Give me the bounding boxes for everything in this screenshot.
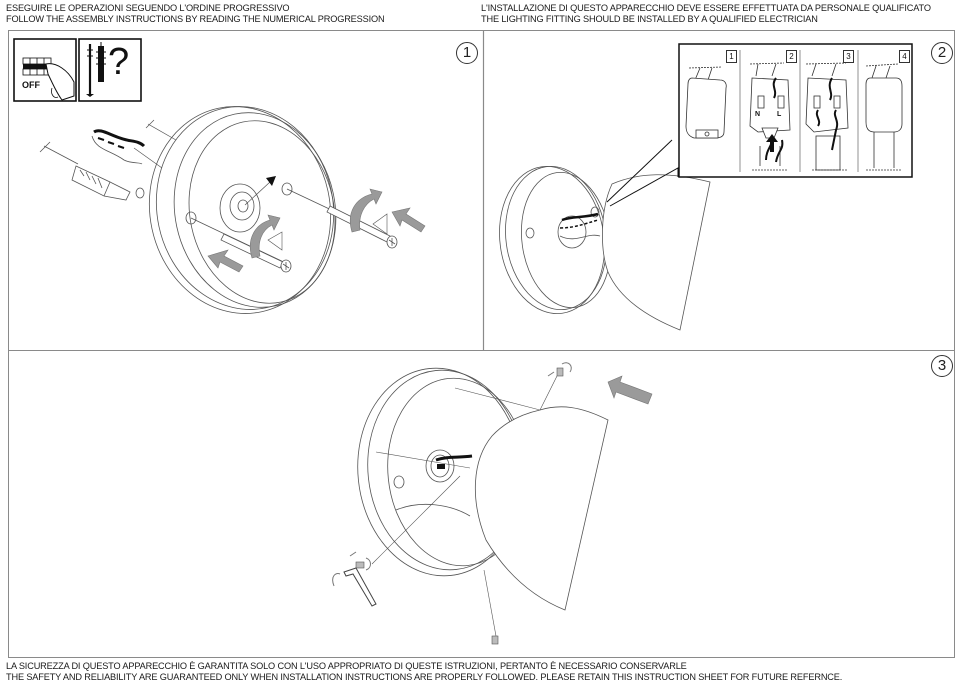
- power-off-icon: [13, 38, 77, 102]
- header-left-italian: ESEGUIRE LE OPERAZIONI SEGUENDO L'ORDINE…: [6, 3, 290, 13]
- cable-through-wall: [91, 119, 177, 169]
- rotate-arrow-icon: [250, 188, 383, 259]
- lamp-body-step2: [602, 174, 711, 331]
- step-number-3: 3: [931, 355, 953, 377]
- wall-plate-step1: [148, 106, 337, 314]
- junction-box-wired: [805, 62, 849, 171]
- tip-marker: [372, 213, 388, 235]
- wire-ends: [765, 139, 784, 163]
- wall-plug: [39, 141, 145, 201]
- allen-key-icon: [343, 567, 377, 607]
- outer-frame: [8, 30, 955, 658]
- header-left-english: FOLLOW THE ASSEMBLY INSTRUCTIONS BY READ…: [6, 14, 385, 24]
- question-mark-icon: ?: [108, 41, 130, 83]
- screw-and-wall-plug-icon: [78, 38, 142, 102]
- header-right-italian: L'INSTALLAZIONE DI QUESTO APPARECCHIO DE…: [481, 3, 931, 13]
- header-right: L'INSTALLAZIONE DI QUESTO APPARECCHIO DE…: [481, 3, 931, 25]
- step-number-1: 1: [456, 42, 478, 64]
- header-right-english: THE LIGHTING FITTING SHOULD BE INSTALLED…: [481, 14, 818, 24]
- footer: LA SICUREZZA DI QUESTO APPARECCHIO È GAR…: [6, 661, 842, 683]
- rotate-small-arrow-icon: [332, 362, 572, 587]
- power-off-label: OFF: [22, 80, 40, 90]
- terminal-block: [437, 464, 445, 469]
- guide-lines: [371, 369, 561, 637]
- junction-box-open: [749, 62, 791, 171]
- footer-english: THE SAFETY AND RELIABILITY ARE GUARANTEE…: [6, 672, 843, 682]
- direction-line: [244, 181, 271, 206]
- neutral-terminal-label: N: [755, 111, 761, 118]
- live-terminal-label: L: [777, 111, 782, 118]
- substep-label-2: 2: [786, 50, 797, 63]
- footer-italian: LA SICUREZZA DI QUESTO APPARECCHIO È GAR…: [6, 661, 687, 671]
- wall-plate-step2: [499, 165, 611, 315]
- direction-arrowhead-icon: [266, 176, 276, 186]
- wire-black: [772, 77, 777, 99]
- wiring-callout-pointer: [606, 139, 679, 207]
- cable-step3: [435, 454, 473, 462]
- substep-label-3: 3: [843, 50, 854, 63]
- substep-label-1: 1: [726, 50, 737, 63]
- header-left: ESEGUIRE LE OPERAZIONI SEGUENDO L'ORDINE…: [6, 3, 385, 25]
- push-arrow-icon: [207, 207, 426, 273]
- push-arrow-icon: [607, 375, 653, 405]
- step-number-2: 2: [931, 42, 953, 64]
- grub-screw-icon: [355, 367, 564, 645]
- lamp-body-step3: [474, 406, 609, 611]
- junction-box-closed: [685, 66, 727, 139]
- tip-marker: [267, 231, 283, 251]
- cable-step2: [559, 212, 601, 240]
- substep-label-4: 4: [899, 50, 910, 63]
- wires-connected: [815, 77, 839, 151]
- junction-box-closed-final: [865, 63, 903, 171]
